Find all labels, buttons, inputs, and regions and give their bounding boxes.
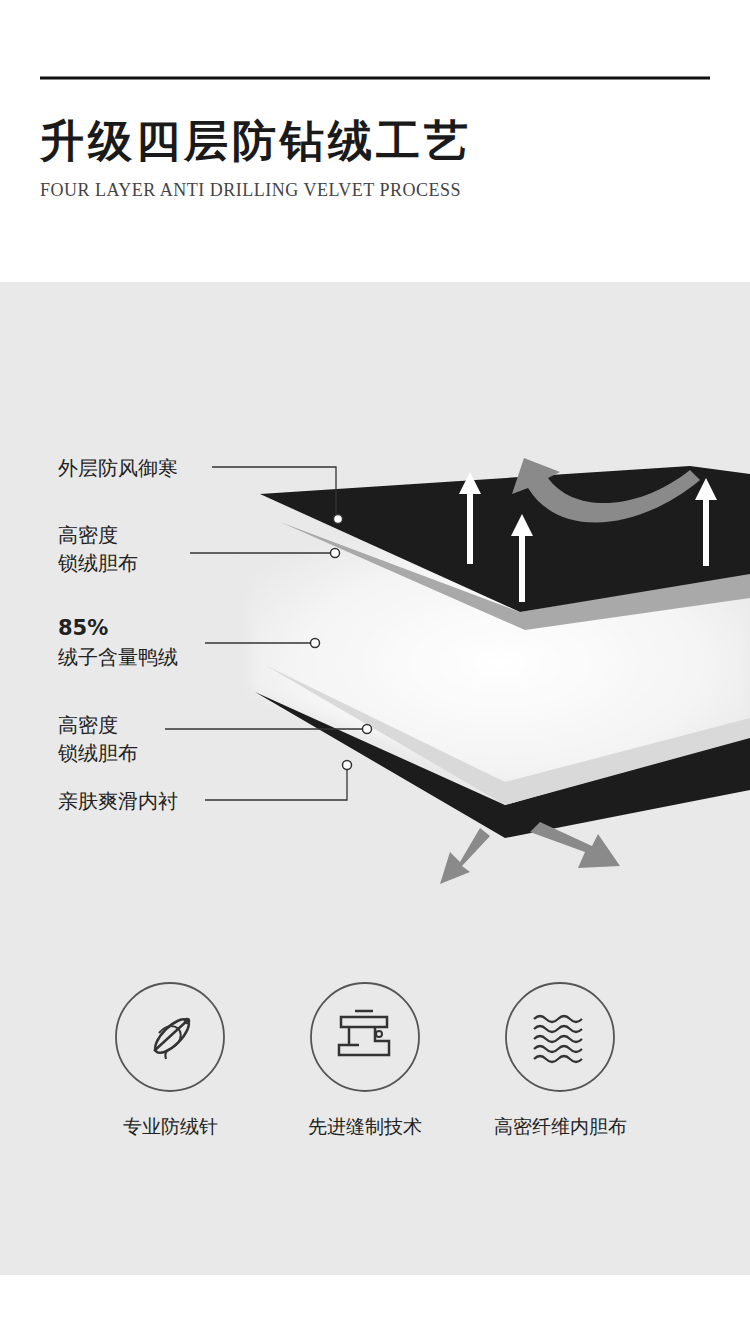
icon-symbol: [309, 981, 421, 1093]
subtitle: FOUR LAYER ANTI DRILLING VELVET PROCESS: [40, 180, 461, 201]
icon-caption: 高密纤维内胆布: [494, 1114, 627, 1140]
icon-circle: 专业防绒针: [114, 981, 226, 1093]
icon-circle: 高密纤维内胆布: [504, 981, 616, 1093]
layer-label: 绒子含量鸭绒: [58, 644, 178, 671]
icon-caption: 专业防绒针: [123, 1114, 218, 1140]
icon-circle: 先进缝制技术: [309, 981, 421, 1093]
icon-symbol: [504, 981, 616, 1093]
layer-label: 亲肤爽滑内衬: [58, 788, 178, 815]
layer-label: 高密度 锁绒胆布: [58, 521, 168, 577]
percent-value: 85%: [58, 616, 108, 640]
layer-label: 外层防风御寒: [58, 455, 178, 482]
title: 升级四层防钻绒工艺: [40, 112, 472, 171]
icon-symbol: [114, 981, 226, 1093]
icon-caption: 先进缝制技术: [308, 1114, 422, 1140]
layer-label: 高密度 锁绒胆布: [58, 711, 168, 767]
